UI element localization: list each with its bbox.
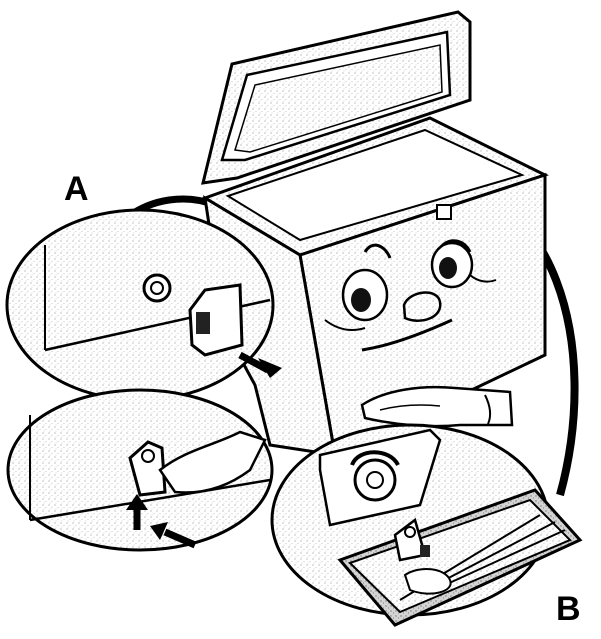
- arrow-a: [238, 351, 270, 374]
- arrow-left: [163, 528, 197, 549]
- freezer-lid: [201, 10, 472, 185]
- freezer-face: [324, 239, 497, 352]
- lid-latch: [436, 204, 452, 220]
- callout-label-b: B: [556, 590, 581, 628]
- hand-right: [360, 385, 514, 428]
- inset-b: [270, 423, 583, 627]
- inset-a-upper: [5, 208, 282, 402]
- callout-label-a: A: [64, 170, 89, 208]
- inset-a-lower: [6, 388, 274, 552]
